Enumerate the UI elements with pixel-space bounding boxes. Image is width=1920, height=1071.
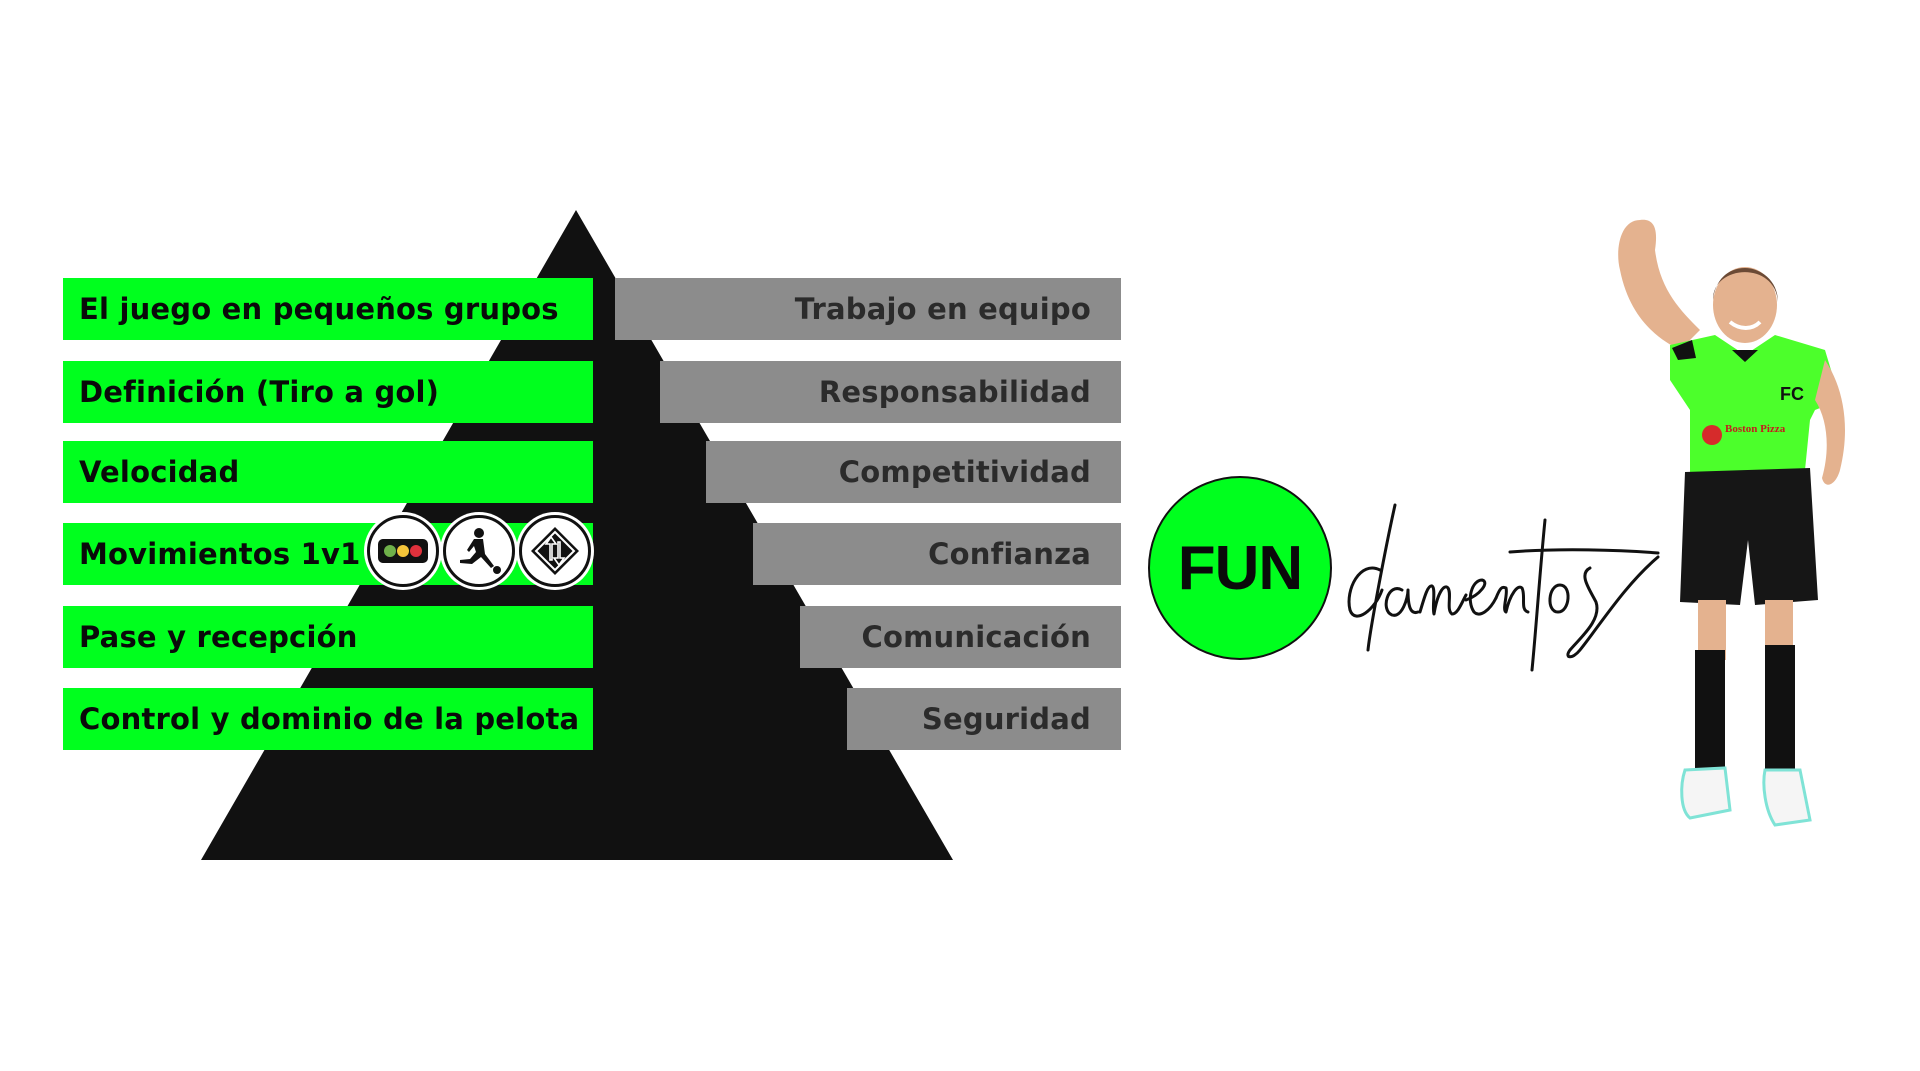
traffic-light-icon: [367, 515, 439, 587]
two-way-traffic-sign-icon: [519, 515, 591, 587]
skill-label: Control y dominio de la pelota: [79, 702, 580, 736]
skill-bar: Definición (Tiro a gol): [63, 361, 593, 423]
skill-label: Movimientos 1v1: [79, 537, 361, 571]
value-bar: Responsabilidad: [660, 361, 1121, 423]
skill-bar: El juego en pequeños grupos: [63, 278, 593, 340]
fun-logo-circle: FUN: [1148, 476, 1332, 660]
value-label: Responsabilidad: [818, 375, 1091, 409]
value-bar: Confianza: [753, 523, 1121, 585]
value-bar: Competitividad: [706, 441, 1121, 503]
value-label: Competitividad: [838, 455, 1091, 489]
kicking-player-icon: [443, 515, 515, 587]
svg-text:FC: FC: [1780, 384, 1804, 404]
skill-bar: Velocidad: [63, 441, 593, 503]
skill-label: Definición (Tiro a gol): [79, 375, 440, 409]
value-bar: Trabajo en equipo: [615, 278, 1121, 340]
value-bar: Seguridad: [847, 688, 1121, 750]
player-photo: FC Boston Pizza: [1618, 219, 1845, 827]
skill-label: El juego en pequeños grupos: [79, 292, 559, 326]
movement-icons: [367, 515, 591, 587]
damentos-script-text: damentos: [1347, 503, 1660, 672]
skill-bar: Pase y recepción: [63, 606, 593, 668]
skill-bar: Control y dominio de la pelota: [63, 688, 593, 750]
value-label: Seguridad: [921, 702, 1091, 736]
svg-text:Boston Pizza: Boston Pizza: [1725, 423, 1786, 435]
value-label: Confianza: [928, 537, 1091, 571]
value-label: Comunicación: [861, 620, 1091, 654]
value-label: Trabajo en equipo: [794, 292, 1091, 326]
value-bar: Comunicación: [800, 606, 1121, 668]
logo-circle-text: FUN: [1177, 533, 1303, 603]
skill-label: Pase y recepción: [79, 620, 358, 654]
skill-label: Velocidad: [79, 455, 240, 489]
